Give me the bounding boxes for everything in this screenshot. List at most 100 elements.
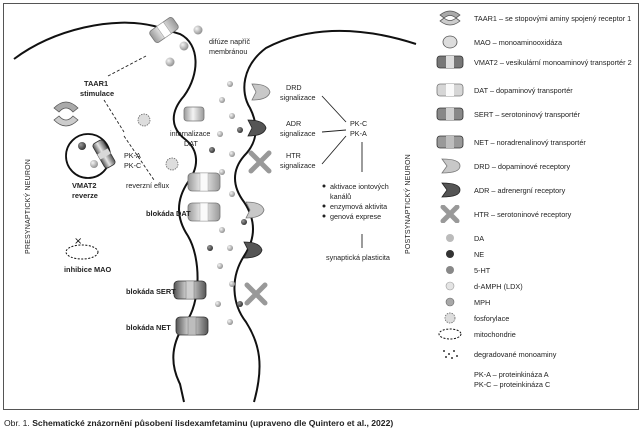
figure-caption: Obr. 1. Schematické znázornění působení … xyxy=(4,418,640,428)
legend-label: NE xyxy=(474,249,485,259)
mitochondria-icon xyxy=(65,244,99,260)
legend-item: DA xyxy=(430,228,636,248)
diffusion-transporter xyxy=(149,17,179,43)
d-amph-molecule xyxy=(165,57,175,67)
legend-label: PK-A – proteinkináza A xyxy=(474,369,549,379)
adr-signal-label-2: signalizace xyxy=(280,129,316,138)
internalized-dat xyxy=(183,106,205,122)
effect-1: aktivace iontových xyxy=(330,182,389,191)
postsynaptic-membrane xyxy=(233,29,417,403)
legend-item: PK-A – proteinkináza A xyxy=(430,364,636,384)
legend-label: DAT – dopaminový transportér xyxy=(474,85,573,95)
synapse-diagram: PRESYNAPTICKÝ NEURON POSTSYNAPTICKÝ NEUR… xyxy=(13,17,417,403)
vmat2-label-2: reverze xyxy=(72,191,98,200)
effect-2: enzymová aktivita xyxy=(330,202,387,211)
legend-item: MPH xyxy=(430,292,636,312)
legend-item: d-AMPH (LDX) xyxy=(430,276,636,296)
legend-label: d-AMPH (LDX) xyxy=(474,281,523,291)
diffusion-label-2: membránou xyxy=(209,47,247,56)
plasticity-label: synaptická plasticita xyxy=(326,253,390,262)
htr-receptor xyxy=(244,282,268,306)
d-amph-icon xyxy=(430,276,470,296)
effect-3: genová exprese xyxy=(330,212,381,221)
taar1-icon xyxy=(430,8,470,28)
net-block-label: blokáda NET xyxy=(126,323,171,332)
diffusion-label-1: difúze napříč xyxy=(209,37,251,46)
legend-label: ADR – adrenergní receptory xyxy=(474,185,566,195)
drd-receptor xyxy=(245,201,265,219)
taar1-receptor xyxy=(53,101,79,127)
mao-icon xyxy=(430,32,470,52)
legend-item: TAAR1 – se stopovými aminy spojený recep… xyxy=(430,8,636,28)
dat-transporter-blocked xyxy=(187,202,221,222)
htr-icon xyxy=(430,204,470,224)
adr-receptor xyxy=(243,241,263,259)
legend-item: PK-C – proteinkináza C xyxy=(430,374,636,394)
drd-receptor xyxy=(251,83,271,101)
arrow xyxy=(123,135,155,181)
legend-label: fosforylace xyxy=(474,313,510,323)
legend-item: degradované monoaminy xyxy=(430,344,636,364)
drd-signal-label-2: signalizace xyxy=(280,93,316,102)
legend-item: VMAT2 – vesikulární monoaminový transpor… xyxy=(430,52,636,72)
dat-icon xyxy=(430,80,470,100)
effect-1b: kanálů xyxy=(330,192,351,201)
vmat2-icon xyxy=(430,52,470,72)
bullet xyxy=(322,214,326,218)
arrow xyxy=(107,55,147,77)
da-icon xyxy=(430,228,470,248)
sert-icon xyxy=(430,104,470,124)
taar1-label-1: TAAR1 xyxy=(84,79,108,88)
net-icon xyxy=(430,132,470,152)
legend-item: fosforylace xyxy=(430,308,636,328)
vmat2-transporter xyxy=(92,139,116,169)
legend-item: ADR – adrenergní receptory xyxy=(430,180,636,200)
phosphorylation-icon xyxy=(430,308,470,328)
legend-label: 5-HT xyxy=(474,265,491,275)
legend-label: DRD – dopaminové receptory xyxy=(474,161,571,171)
legend-label: SERT – serotoninový transportér xyxy=(474,109,580,119)
mph-icon xyxy=(430,292,470,312)
legend-label: PK-C – proteinkináza C xyxy=(474,379,551,389)
drd-signal-label-1: DRD xyxy=(286,83,302,92)
adr-signal-label-1: ADR xyxy=(286,119,301,128)
vmat2-label-1: VMAT2 xyxy=(72,181,97,190)
legend-item: 5-HT xyxy=(430,260,636,280)
legend-item: mitochondrie xyxy=(430,324,636,344)
d-amph-molecule xyxy=(193,25,203,35)
caption-text: Schematické znázornění působení lisdexam… xyxy=(32,418,394,428)
adr-receptor xyxy=(247,119,267,137)
5ht-icon xyxy=(430,260,470,280)
sert-block-label: blokáda SERT xyxy=(126,287,176,296)
legend-label: NET – noradrenalinový transportér xyxy=(474,137,586,147)
bullet xyxy=(322,184,326,188)
legend-item: SERT – serotoninový transportér xyxy=(430,104,636,124)
htr-signal-label-1: HTR xyxy=(286,151,301,160)
legend-label: MAO – monoaminooxidáza xyxy=(474,37,563,47)
signal-arrows xyxy=(321,95,363,248)
phosphorylation-icon xyxy=(165,157,179,171)
legend-item: NE xyxy=(430,244,636,264)
bullet xyxy=(322,204,326,208)
internalization-label-2: DAT xyxy=(184,139,198,148)
legend-label: DA xyxy=(474,233,485,243)
degraded-icon xyxy=(430,344,470,364)
legend-item: DAT – dopaminový transportér xyxy=(430,80,636,100)
postsynaptic-label: POSTSYNAPTICKÝ NEURON xyxy=(403,154,412,254)
caption-prefix: Obr. 1. xyxy=(4,418,30,428)
legend-label: MPH xyxy=(474,297,491,307)
net-transporter xyxy=(175,316,209,336)
presynaptic-label: PRESYNAPTICKÝ NEURON xyxy=(23,159,32,254)
legend-label: HTR – serotoninové receptory xyxy=(474,209,572,219)
post-pk-label-2: PK-A xyxy=(350,129,367,138)
htr-signal-label-2: signalizace xyxy=(280,161,316,170)
legend-label: TAAR1 – se stopovými aminy spojený recep… xyxy=(474,13,632,23)
inhibition-cross-icon: × xyxy=(74,236,82,247)
mao-inhibition-label: inhibice MAO xyxy=(64,265,111,274)
figure-frame xyxy=(3,3,639,410)
post-pk-label-1: PK-C xyxy=(350,119,367,128)
da-molecule xyxy=(90,160,98,168)
cleft-molecules-dark xyxy=(207,127,247,307)
drd-icon xyxy=(430,156,470,176)
legend-item: DRD – dopaminové receptory xyxy=(430,156,636,176)
